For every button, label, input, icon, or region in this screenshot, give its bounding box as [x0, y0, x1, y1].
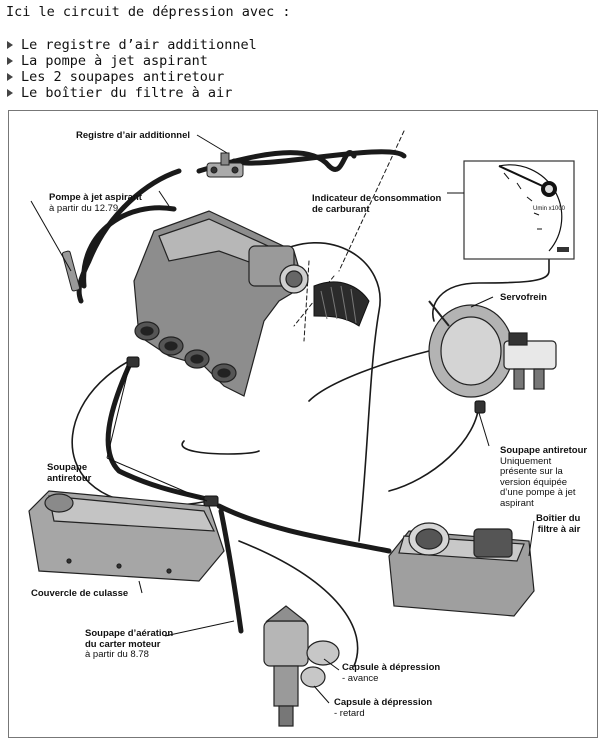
label-capsule-retard: Capsule à dépression- retard: [334, 698, 432, 719]
bullet-item: Le boîtier du filtre à air: [6, 85, 290, 101]
bullet-text: La pompe à jet aspirant: [21, 53, 208, 69]
intro-block: Ici le circuit de dépression avec : Le r…: [6, 4, 290, 101]
bullet-item: Le registre d’air additionnel: [6, 37, 290, 53]
couvercle-culasse: [29, 491, 224, 581]
hose-to-filter: [219, 506, 389, 551]
vacuum-circuit-diagram: Registre d’air additionnel Pompe à jet a…: [8, 110, 598, 738]
line-servo-b: [389, 401, 479, 491]
line-left-loop: [72, 361, 209, 506]
bullet-text: Le registre d’air additionnel: [21, 37, 257, 53]
bullet-list: Le registre d’air additionnel La pompe à…: [6, 37, 290, 101]
bullet-item: La pompe à jet aspirant: [6, 53, 290, 69]
servofrein: [429, 301, 556, 397]
label-servofrein: Servofrein: [500, 293, 547, 304]
hose-to-aeration: [221, 511, 241, 631]
check-valves: [127, 357, 485, 506]
bullet-text: Le boîtier du filtre à air: [21, 85, 232, 101]
triangle-bullet-icon: [7, 89, 13, 97]
registre-air-valve: [207, 153, 243, 177]
boitier-filtre-air: [389, 523, 534, 616]
label-couvercle: Couvercle de culasse: [31, 589, 128, 600]
intake-manifold: [134, 211, 308, 396]
triangle-bullet-icon: [7, 57, 13, 65]
distributor: [264, 606, 339, 726]
bullet-text: Les 2 soupapes antiretour: [21, 69, 224, 85]
triangle-bullet-icon: [7, 41, 13, 49]
bullet-item: Les 2 soupapes antiretour: [6, 69, 290, 85]
line-manifold: [182, 441, 259, 454]
triangle-bullet-icon: [7, 73, 13, 81]
gauge-unit-text: Umin x1000: [533, 204, 565, 215]
label-capsule-avance: Capsule à dépression- avance: [342, 663, 440, 684]
label-registre: Registre d’air additionnel: [76, 131, 190, 142]
intro-title: Ici le circuit de dépression avec :: [6, 4, 290, 20]
corrugated-hose: [314, 282, 369, 326]
line-servo-a: [309, 351, 429, 401]
